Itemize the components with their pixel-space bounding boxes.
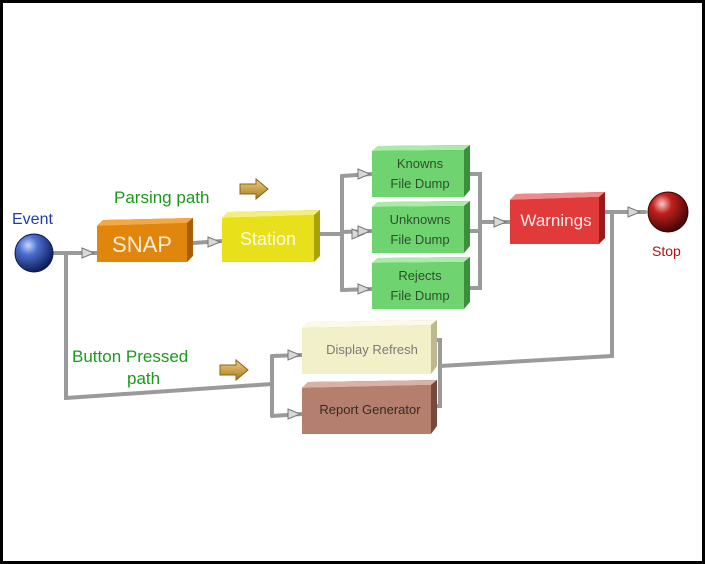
snap-box: SNAP — [97, 218, 193, 262]
connector-arrowheads — [81, 168, 642, 420]
stop-node: Stop — [647, 191, 689, 259]
report-generator-box: Report Generator — [302, 380, 437, 434]
event-sphere — [14, 233, 54, 273]
report-generator-label: Report Generator — [319, 402, 421, 417]
event-node: Event — [12, 211, 54, 273]
rejects-label-line2: File Dump — [390, 288, 449, 303]
stop-sphere — [647, 191, 689, 233]
unknowns-label-line2: File Dump — [390, 232, 449, 247]
knowns-label-line1: Knowns — [397, 156, 444, 171]
snap-label: SNAP — [112, 232, 172, 257]
rejects-label-line1: Rejects — [398, 268, 442, 283]
event-label: Event — [12, 211, 53, 228]
unknowns-label-line1: Unknowns — [390, 212, 451, 227]
parsing-path-arrow-icon — [239, 177, 269, 201]
display-refresh-box: Display Refresh — [302, 320, 437, 374]
button-pressed-label-line2: path — [127, 369, 160, 388]
rejects-box: Rejects File Dump — [372, 257, 470, 309]
stop-label: Stop — [652, 243, 681, 259]
unknowns-box: Unknowns File Dump — [372, 201, 470, 253]
parsing-path-annotation: Parsing path — [114, 177, 269, 207]
warnings-box: Warnings — [510, 192, 605, 244]
parsing-path-label: Parsing path — [114, 188, 209, 207]
display-refresh-label: Display Refresh — [326, 342, 418, 357]
knowns-box: Knowns File Dump — [372, 145, 470, 197]
knowns-label-line2: File Dump — [390, 176, 449, 191]
warnings-label: Warnings — [520, 211, 591, 230]
button-pressed-path-arrow-icon — [219, 358, 249, 382]
button-pressed-path-annotation: Button Pressed path — [72, 347, 249, 388]
station-box: Station — [222, 210, 320, 262]
station-label: Station — [240, 229, 296, 249]
button-pressed-label-line1: Button Pressed — [72, 347, 188, 366]
